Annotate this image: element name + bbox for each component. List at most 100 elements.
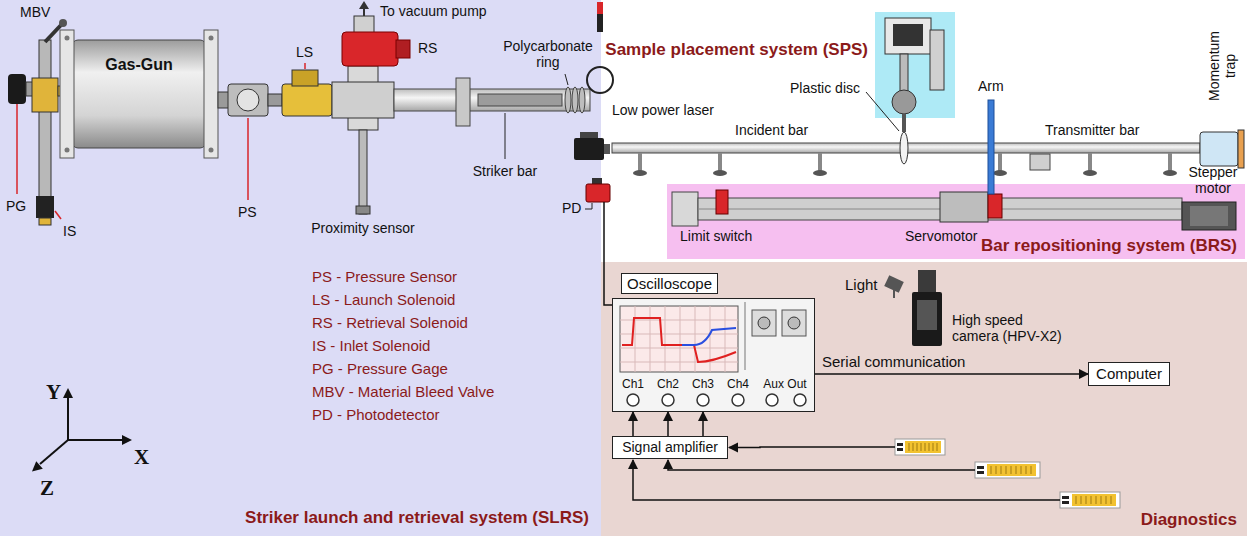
- oscilloscope-drawing: [627, 394, 806, 406]
- oscilloscope-drawing: [788, 317, 800, 329]
- part-label: Proximity sensor: [311, 220, 414, 236]
- part-label: Momentum trap: [1206, 26, 1238, 106]
- gas-gun-assembly: [45, 24, 62, 42]
- pressure-bars: [718, 153, 722, 171]
- pressure-bars: [1030, 154, 1050, 170]
- axis-triad: [68, 439, 124, 441]
- part-label: Limit switch: [680, 228, 752, 244]
- bar-repositioning-mechanism: [988, 194, 1002, 218]
- oscilloscope-drawing: [745, 302, 746, 370]
- gas-gun-assembly: [60, 30, 74, 158]
- gas-gun-assembly: [65, 36, 70, 41]
- part-label: PS: [238, 204, 257, 220]
- subsystem-panel: Bar repositioning system (BRS): [667, 184, 1245, 259]
- subsystem-panel: Sample placement system (SPS): [875, 12, 955, 118]
- abbreviation-key: IS - Inlet Solenoid: [312, 337, 430, 354]
- amplifier-box: Signal amplifier: [612, 436, 728, 459]
- oscilloscope-drawing: [620, 362, 738, 363]
- strain-gauge: [897, 443, 903, 446]
- launch-solenoid: [282, 84, 332, 116]
- part-name: Gas-Gun: [105, 56, 173, 74]
- pressure-bars: [998, 153, 1002, 171]
- part-label: PD: [562, 200, 581, 216]
- bar-repositioning-mechanism: [940, 192, 988, 222]
- gas-gun-assembly: [39, 218, 51, 225]
- oscilloscope-drawing: [612, 298, 815, 412]
- sample-placement-mechanism: [902, 114, 906, 132]
- pressure-bars: [993, 170, 1007, 176]
- strain-gauge: [977, 471, 984, 474]
- part-label: IS: [63, 223, 76, 239]
- strain-gauge: [895, 439, 1120, 508]
- part-label: Light: [845, 276, 878, 293]
- laser-and-photodetector: [580, 132, 598, 138]
- launch-solenoid: [304, 63, 306, 69]
- gas-gun-assembly: [204, 30, 218, 158]
- pressure-bars: [1163, 170, 1177, 176]
- channel-label: Ch4: [727, 378, 749, 392]
- pressure-bars: [813, 170, 827, 176]
- part-label: Arm: [978, 78, 1004, 94]
- channel-label: Ch1: [622, 378, 644, 392]
- oscilloscope-drawing: [682, 328, 736, 345]
- oscilloscope-drawing: [732, 394, 744, 406]
- edge-label: Serial communication: [822, 353, 965, 370]
- pressure-bars: [612, 143, 902, 153]
- sample-placement-mechanism: [866, 18, 944, 164]
- strain-gauge: [1062, 496, 1069, 499]
- laser-and-photodetector: [604, 144, 610, 154]
- part-label: Transmitter bar: [1045, 122, 1139, 138]
- channel-label: Ch3: [692, 378, 714, 392]
- region-background: [0, 0, 601, 536]
- oscilloscope-drawing: [620, 320, 738, 321]
- momentum-trap: [1200, 132, 1238, 166]
- sample-placement-mechanism: [885, 18, 931, 54]
- subsystem-panel: DiagnosticsOscilloscopeSignal amplifierC…: [601, 262, 1247, 536]
- axis-triad: [67, 396, 69, 440]
- sample-placement-mechanism: [892, 90, 916, 114]
- laser-and-photodetector: [574, 138, 604, 160]
- oscilloscope-drawing: [620, 334, 738, 335]
- gas-gun-assembly: [8, 19, 230, 225]
- strain-gauge: [905, 441, 941, 453]
- pressure-sensor: [228, 84, 268, 116]
- oscilloscope-drawing: [794, 394, 806, 406]
- pressure-bars: [906, 143, 1200, 153]
- axis-triad: [63, 388, 73, 398]
- sample-placement-mechanism: [900, 54, 908, 92]
- abbreviation-key: MBV - Material Bleed Valve: [312, 383, 494, 400]
- strain-gauge: [987, 464, 1036, 476]
- part-label: LS: [296, 44, 313, 60]
- axis-label: Y: [46, 380, 61, 404]
- pressure-sensor: [247, 118, 249, 200]
- bar-repositioning-mechanism: [672, 192, 698, 226]
- launch-solenoid: [282, 63, 332, 116]
- gas-gun-assembly: [209, 148, 214, 153]
- oscilloscope-drawing: [697, 394, 709, 406]
- part-label: High speed camera (HPV-X2): [952, 312, 1066, 344]
- abbreviation-key: PD - Photodetector: [312, 406, 440, 423]
- signal-wire: [729, 446, 895, 448]
- strain-gauge: [897, 448, 903, 451]
- instrument-name: Computer: [1096, 365, 1162, 382]
- part-label: Plastic disc: [790, 80, 860, 96]
- part-label: Incident bar: [735, 122, 808, 138]
- oscilloscope-drawing: [620, 306, 738, 372]
- bar-repositioning-mechanism: [988, 100, 994, 194]
- oscilloscope-drawing: [752, 310, 776, 336]
- pressure-sensor: [237, 89, 259, 111]
- channel-label: Aux Out: [763, 378, 806, 392]
- axis-label: Z: [40, 476, 54, 500]
- laser-and-photodetector: [597, 2, 603, 14]
- part-label: Polycarbonate ring: [500, 38, 596, 70]
- strain-gauge: [977, 466, 984, 469]
- camera-and-light: [912, 292, 942, 346]
- signal-arrow: [667, 412, 669, 436]
- sample-placement-mechanism: [893, 24, 923, 46]
- barrel: [394, 74, 590, 159]
- signal-arrow: [815, 373, 1088, 375]
- retrieval-solenoid: [342, 32, 398, 66]
- oscilloscope-drawing: [612, 298, 815, 412]
- gas-gun-assembly: [39, 40, 51, 198]
